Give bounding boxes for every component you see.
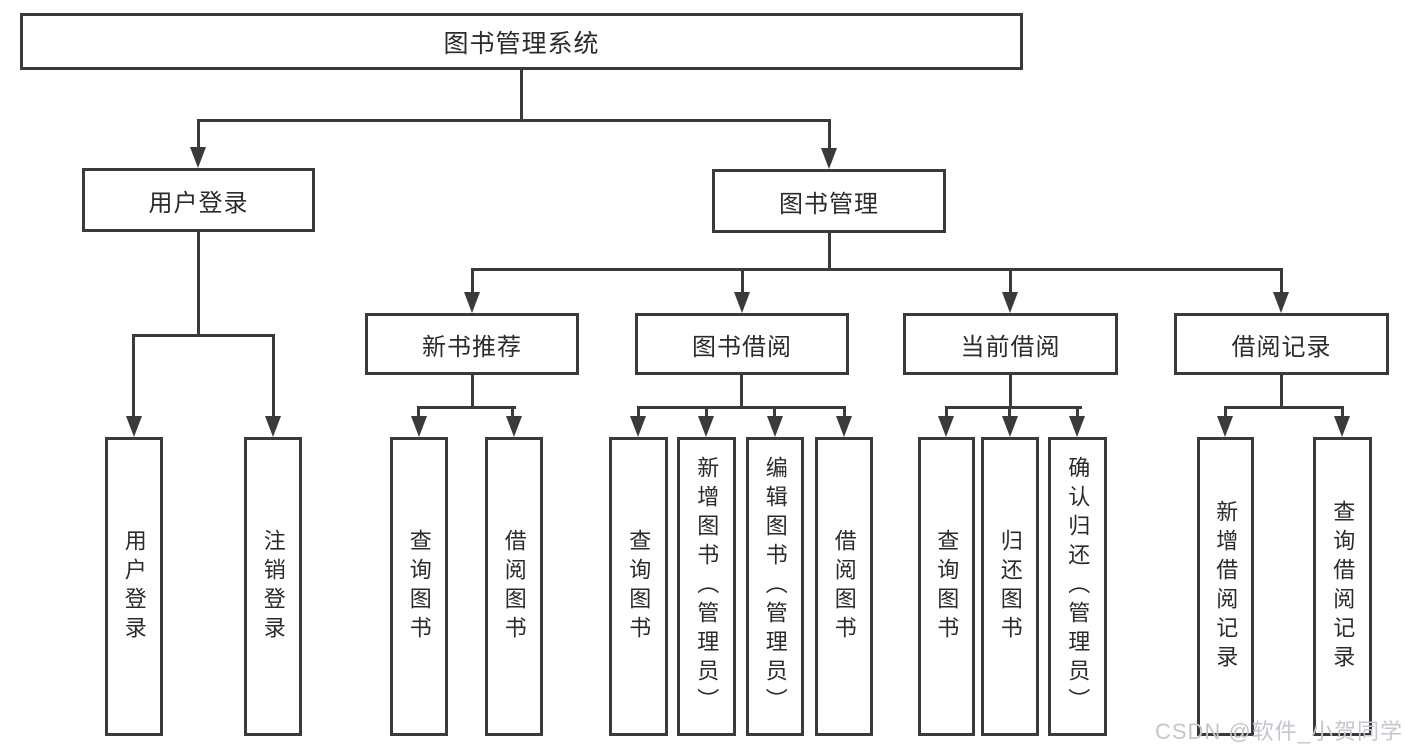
arrowhead-down-icon [1069, 416, 1085, 437]
leaf-edit-book-admin: 编辑图书（管理员） [746, 437, 804, 736]
connector-line [741, 268, 744, 294]
arrowhead-down-icon [630, 416, 646, 437]
connector-line [637, 406, 640, 418]
arrowhead-down-icon [1217, 416, 1233, 437]
node-label: 确认归还（管理员） [1065, 456, 1091, 717]
leaf-user-login: 用户登录 [105, 437, 163, 736]
node-label: 借阅图书 [501, 528, 527, 645]
arrowhead-down-icon [938, 416, 954, 437]
node-current-borrowing: 当前借阅 [903, 313, 1118, 375]
arrowhead-down-icon [506, 416, 522, 437]
node-label: 新增图书（管理员） [694, 456, 720, 717]
connector-line [773, 406, 776, 418]
connector-line [197, 119, 200, 149]
leaf-query-books-borrow: 查询图书 [609, 437, 668, 736]
connector-line [637, 406, 846, 409]
leaf-borrow-books-recommend: 借阅图书 [485, 437, 543, 736]
leaf-return-book: 归还图书 [981, 437, 1039, 736]
leaf-confirm-return-admin: 确认归还（管理员） [1048, 437, 1107, 736]
connector-line [843, 406, 846, 418]
connector-line [1280, 268, 1283, 294]
arrowhead-down-icon [734, 292, 750, 313]
connector-line [1341, 406, 1344, 418]
node-label: 借阅记录 [1231, 333, 1332, 361]
leaf-borrow-books: 借阅图书 [815, 437, 873, 736]
connector-line [471, 375, 474, 408]
arrowhead-down-icon [1002, 292, 1018, 313]
arrowhead-down-icon [464, 292, 480, 313]
connector-line [132, 334, 135, 417]
arrowhead-down-icon [767, 416, 783, 437]
arrowhead-down-icon [1273, 292, 1289, 313]
connector-line [705, 406, 708, 418]
node-book-borrowing: 图书借阅 [635, 313, 849, 375]
connector-line [1076, 406, 1079, 418]
arrowhead-down-icon [1334, 416, 1350, 437]
node-label: 图书管理系统 [443, 29, 600, 58]
connector-line [945, 406, 948, 418]
connector-line [272, 334, 275, 417]
connector-line [197, 119, 831, 122]
arrowhead-down-icon [698, 416, 714, 437]
connector-line [132, 334, 275, 337]
node-label: 注销登录 [260, 528, 286, 645]
node-borrowing-records: 借阅记录 [1174, 313, 1389, 375]
connector-line [417, 406, 516, 409]
arrowhead-down-icon [836, 416, 852, 437]
leaf-query-books-recommend: 查询图书 [390, 437, 448, 736]
node-label: 新书推荐 [422, 333, 522, 361]
node-label: 新增借阅记录 [1213, 499, 1239, 674]
arrowhead-down-icon [411, 416, 427, 437]
leaf-logout: 注销登录 [244, 437, 302, 736]
connector-line [740, 375, 743, 408]
node-label: 用户登录 [121, 528, 147, 645]
watermark-text: CSDN @软件_小贺同学 [1154, 719, 1403, 744]
connector-line [1224, 406, 1227, 418]
connector-line [471, 268, 474, 294]
node-label: 用户登录 [148, 189, 249, 217]
connector-line [520, 70, 523, 119]
connector-line [1009, 375, 1012, 408]
connector-line [1280, 375, 1283, 408]
node-label: 借阅图书 [831, 528, 857, 645]
node-library-management-system: 图书管理系统 [20, 13, 1023, 70]
node-new-book-recommendation: 新书推荐 [365, 313, 579, 375]
connector-line [945, 406, 1082, 409]
arrowhead-down-icon [126, 416, 142, 437]
arrowhead-down-icon [190, 147, 206, 168]
node-label: 查询图书 [626, 528, 652, 645]
node-book-management: 图书管理 [712, 169, 946, 233]
connector-line [1008, 406, 1011, 418]
node-label: 当前借阅 [960, 333, 1061, 361]
node-label: 查询借阅记录 [1330, 499, 1356, 674]
node-label: 查询图书 [406, 528, 432, 645]
connector-line [1009, 268, 1012, 294]
leaf-add-borrow-record: 新增借阅记录 [1197, 437, 1254, 736]
connector-line [417, 406, 420, 418]
leaf-query-borrow-record: 查询借阅记录 [1313, 437, 1372, 736]
connector-line [828, 233, 831, 270]
node-label: 查询图书 [934, 528, 960, 645]
arrowhead-down-icon [265, 416, 281, 437]
leaf-add-book-admin: 新增图书（管理员） [677, 437, 736, 736]
connector-line [1224, 406, 1344, 409]
node-label: 归还图书 [997, 528, 1023, 645]
arrowhead-down-icon [1002, 416, 1018, 437]
node-label: 图书借阅 [692, 333, 792, 361]
node-label: 编辑图书（管理员） [762, 456, 788, 717]
leaf-query-books-current: 查询图书 [918, 437, 975, 736]
connector-line [511, 406, 514, 418]
node-label: 图书管理 [779, 190, 879, 218]
node-user-login: 用户登录 [82, 168, 315, 232]
connector-line [197, 232, 200, 336]
connector-line [471, 268, 1283, 271]
connector-line [828, 119, 831, 149]
arrowhead-down-icon [821, 148, 837, 169]
